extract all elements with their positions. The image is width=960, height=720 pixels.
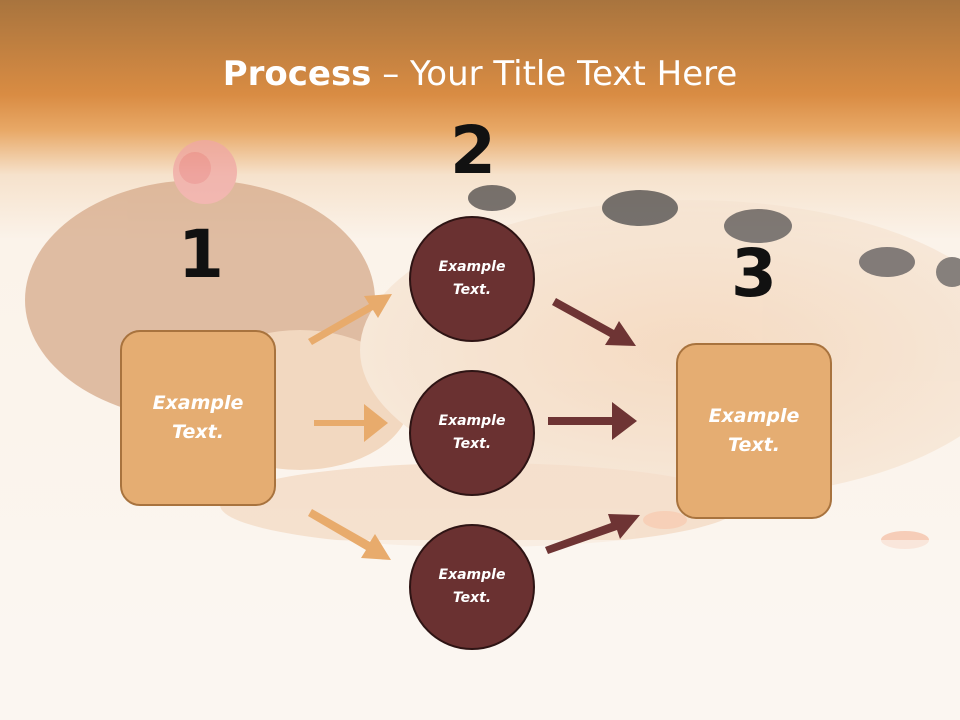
circle-middle-text: Example Text.	[438, 413, 506, 452]
step-number-3: 3	[731, 235, 777, 312]
stone-shape	[859, 247, 915, 277]
stone-shape	[468, 185, 516, 211]
step-number-2: 2	[450, 112, 496, 189]
slide-title: Process – Your Title Text Here	[0, 54, 960, 94]
title-bold: Process	[222, 54, 372, 94]
stone-shape	[602, 190, 678, 226]
arrow-from-middle-circle	[548, 402, 637, 440]
arrow-to-top-circle	[308, 294, 392, 345]
stone-shape	[724, 209, 792, 243]
petal-shape	[643, 511, 687, 529]
input-arrows	[308, 294, 392, 560]
title-rest: – Your Title Text Here	[371, 54, 738, 94]
circle-bottom: Example Text.	[409, 524, 535, 650]
step-3-box: Example Text.	[676, 343, 832, 519]
circle-top-text: Example Text.	[438, 259, 506, 298]
stone-shape	[936, 257, 960, 287]
arrow-to-bottom-circle	[308, 509, 391, 560]
step-3-text: Example Text.	[708, 405, 800, 456]
step-1-text: Example Text.	[152, 392, 244, 443]
output-arrows	[545, 298, 640, 554]
circle-middle: Example Text.	[409, 370, 535, 496]
circle-bottom-text: Example Text.	[438, 567, 506, 606]
arrow-from-top-circle	[552, 298, 636, 346]
arrow-to-middle-circle	[314, 404, 388, 442]
arrow-from-bottom-circle	[545, 514, 640, 554]
step-number-1: 1	[178, 216, 224, 293]
circle-top: Example Text.	[409, 216, 535, 342]
step-1-box: Example Text.	[120, 330, 276, 506]
